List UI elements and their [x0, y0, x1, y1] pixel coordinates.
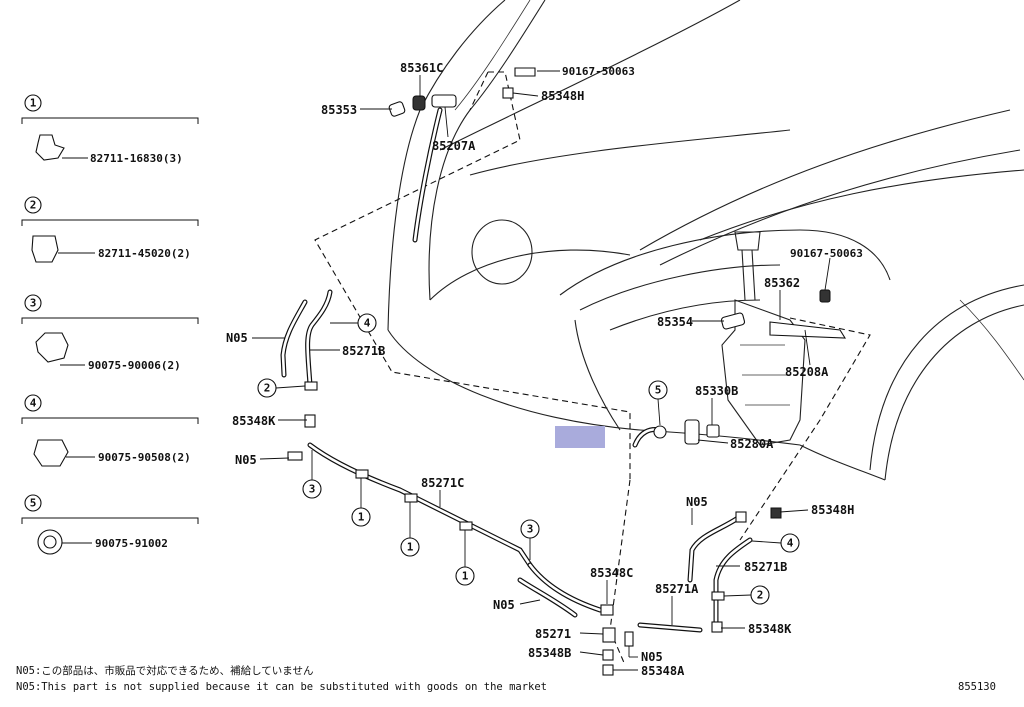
legend-num-2: 2	[30, 199, 37, 212]
parts	[287, 67, 847, 676]
callout-5a: 5	[655, 384, 662, 397]
legend-part-4: 90075-90508(2)	[98, 451, 191, 464]
label-85348k-left: 85348K	[232, 414, 276, 428]
hoses	[280, 107, 753, 633]
clip-icon-1	[35, 134, 65, 161]
callout-2b: 2	[757, 589, 764, 602]
callout-4b: 4	[787, 537, 794, 550]
diagram-code: 855130	[958, 681, 996, 693]
label-85348b: 85348B	[528, 646, 571, 660]
callout-3b: 3	[527, 523, 534, 536]
label-85271a: 85271A	[655, 582, 699, 596]
callout-2a: 2	[264, 382, 271, 395]
label-85271c: 85271C	[421, 476, 464, 490]
legend-num-3: 3	[30, 297, 37, 310]
legend-item-4: 4 90075-90508(2)	[21, 394, 199, 467]
label-85362: 85362	[764, 276, 800, 290]
footer: N05:この部品は、市販品で対応できるため、補給していません N05:This …	[16, 664, 996, 693]
callout-4a: 4	[364, 317, 371, 330]
legend-num-1: 1	[30, 97, 37, 110]
legend-item-5: 5 90075-91002	[21, 494, 199, 555]
label-85271b-left: 85271B	[342, 344, 385, 358]
label-85207a: 85207A	[432, 139, 476, 153]
callouts: 4 2 3 1 1 1 3 5 4 2	[257, 313, 800, 605]
car-outline	[387, 0, 1024, 481]
label-85348h-right: 85348H	[811, 503, 854, 517]
legend-item-2: 2 82711-45020(2)	[21, 196, 199, 263]
label-85348c: 85348C	[590, 566, 633, 580]
part-labels: 85361C 90167-50063 85353 85348H 85207A 9…	[226, 61, 863, 678]
legend-item-3: 3 90075-90006(2)	[21, 294, 199, 372]
label-85353: 85353	[321, 103, 357, 117]
legend-item-1: 1 82711-16830(3)	[21, 94, 199, 165]
legend-part-2: 82711-45020(2)	[98, 247, 191, 260]
legend-part-1: 82711-16830(3)	[90, 152, 183, 165]
clip-icon-3	[35, 332, 69, 363]
callout-1a: 1	[358, 511, 365, 524]
label-85280a: 85280A	[730, 437, 774, 451]
label-n05-b: N05	[235, 453, 257, 467]
highlight-box	[555, 426, 605, 448]
callout-1b: 1	[407, 541, 414, 554]
label-85361c: 85361C	[400, 61, 443, 75]
legend-num-5: 5	[30, 497, 37, 510]
label-85348k-right: 85348K	[748, 622, 792, 636]
clip-icon-4	[33, 439, 69, 467]
callout-1c: 1	[462, 570, 469, 583]
label-85208a: 85208A	[785, 365, 829, 379]
note-japanese: N05:この部品は、市販品で対応できるため、補給していません	[16, 664, 313, 677]
callout-3a: 3	[309, 483, 316, 496]
label-85271b-right: 85271B	[744, 560, 787, 574]
label-85271: 85271	[535, 627, 571, 641]
label-n05-c: N05	[493, 598, 515, 612]
label-n05-a: N05	[226, 331, 248, 345]
label-85354: 85354	[657, 315, 693, 329]
label-90167-50063-top: 90167-50063	[562, 65, 635, 78]
label-85348h-top: 85348H	[541, 89, 584, 103]
label-85330b: 85330B	[695, 384, 738, 398]
legend-part-3: 90075-90006(2)	[88, 359, 181, 372]
legend: 1 82711-16830(3) 2 82711-45020(2) 3 9007…	[21, 94, 199, 555]
clamp-icon-2	[31, 235, 59, 263]
label-n05-e: N05	[686, 495, 708, 509]
legend-part-5: 90075-91002	[95, 537, 168, 550]
label-90167-50063-right: 90167-50063	[790, 247, 863, 260]
note-english: N05:This part is not supplied because it…	[16, 681, 547, 693]
label-n05-d: N05	[641, 650, 663, 664]
leader-lines	[252, 70, 831, 671]
legend-num-4: 4	[30, 397, 37, 410]
label-85348a: 85348A	[641, 664, 685, 678]
